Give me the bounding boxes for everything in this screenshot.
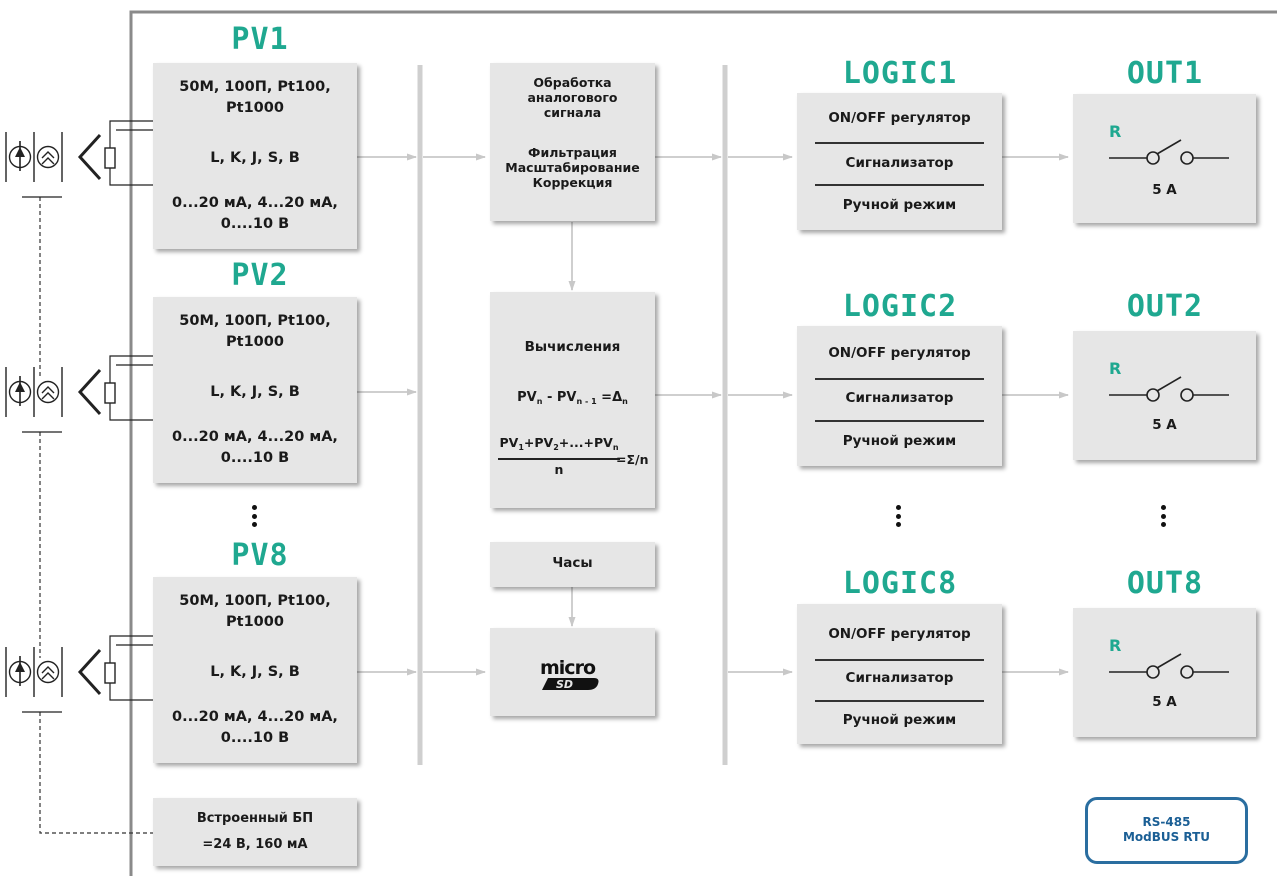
out1-relay-label: R xyxy=(1109,122,1122,141)
relay-contact-icon xyxy=(1109,376,1229,402)
pv1-block: 50М, 100П, Pt100, Pt1000 L, K, J, S, B 0… xyxy=(153,63,357,249)
logic2-item-alarm: Сигнализатор xyxy=(845,390,954,406)
device-frame xyxy=(129,10,1277,876)
pv2-title: PV2 xyxy=(231,258,289,293)
relay-contact-icon xyxy=(1109,139,1229,165)
logic8-item-alarm: Сигнализатор xyxy=(845,670,954,686)
pv2-current: 0...20 мА, 4...20 мА, 0....10 В xyxy=(172,429,338,466)
pv8-title: PV8 xyxy=(231,538,289,573)
outputs-ellipsis xyxy=(1161,505,1167,531)
sum-formula-result: =Σ/n xyxy=(616,452,649,467)
relay-contact-icon xyxy=(1109,653,1229,679)
out2-rating: 5 А xyxy=(1152,417,1177,433)
sum-fraction-bar xyxy=(498,458,620,460)
analog-processing-title: Обработка аналогового сигнала xyxy=(527,75,618,120)
logic8-divider xyxy=(815,700,984,702)
out1-block: R 5 А xyxy=(1073,94,1256,223)
clock-label: Часы xyxy=(552,555,593,571)
logic8-title: LOGIC8 xyxy=(842,566,958,601)
microsd-block: micro SD xyxy=(490,628,655,716)
logic1-item-manual: Ручной режим xyxy=(842,197,957,213)
rs485-label: RS-485 xyxy=(1142,815,1191,829)
logic1-divider xyxy=(815,184,984,186)
clock-block: Часы xyxy=(490,542,655,587)
out2-relay-label: R xyxy=(1109,359,1122,378)
out8-relay-label: R xyxy=(1109,636,1122,655)
delta-formula: PVn - PVn - 1 =Δn xyxy=(517,390,628,406)
out2-block: R 5 А xyxy=(1073,331,1256,460)
out2-title: OUT2 xyxy=(1126,289,1204,324)
pv8-thermo: L, K, J, S, B xyxy=(210,664,300,680)
logic2-divider xyxy=(815,378,984,380)
logic8-item-manual: Ручной режим xyxy=(842,712,957,728)
pv8-current: 0...20 мА, 4...20 мА, 0....10 В xyxy=(172,709,338,746)
power-supply-block: Встроенный БП =24 В, 160 мА xyxy=(153,798,357,866)
logic8-item-onoff: ON/OFF регулятор xyxy=(828,626,971,642)
power-supply-title: Встроенный БП xyxy=(196,811,314,826)
microsd-logo-icon: micro SD xyxy=(540,657,599,691)
pv1-sensors: 50М, 100П, Pt100, Pt1000 xyxy=(179,79,331,116)
pv2-block: 50М, 100П, Pt100, Pt1000 L, K, J, S, B 0… xyxy=(153,297,357,483)
inputs-ellipsis xyxy=(252,505,258,531)
pv1-current: 0...20 мА, 4...20 мА, 0....10 В xyxy=(172,195,338,232)
logic2-divider xyxy=(815,420,984,422)
sum-formula-numerator: PV1+PV2+...+PVn xyxy=(499,435,619,452)
svg-text:SD: SD xyxy=(556,678,573,691)
logic8-divider xyxy=(815,659,984,661)
sum-formula-denominator: n xyxy=(554,462,564,477)
logic-ellipsis xyxy=(896,505,902,531)
modbus-label: ModBUS RTU xyxy=(1122,830,1211,844)
logic1-item-onoff: ON/OFF регулятор xyxy=(828,110,971,126)
logic2-item-onoff: ON/OFF регулятор xyxy=(828,345,971,361)
logic2-block: ON/OFF регулятор Сигнализатор Ручной реж… xyxy=(797,326,1002,466)
pv1-thermo: L, K, J, S, B xyxy=(210,150,300,166)
power-supply-spec: =24 В, 160 мА xyxy=(202,837,308,852)
out8-rating: 5 А xyxy=(1152,694,1177,710)
logic1-divider xyxy=(815,142,984,144)
pv2-sensors: 50М, 100П, Pt100, Pt1000 xyxy=(179,313,331,350)
rs485-interface-block: RS-485 ModBUS RTU xyxy=(1085,797,1248,864)
out8-title: OUT8 xyxy=(1126,566,1204,601)
pv8-block: 50М, 100П, Pt100, Pt1000 L, K, J, S, B 0… xyxy=(153,577,357,763)
pv2-thermo: L, K, J, S, B xyxy=(210,384,300,400)
calculations-title: Вычисления xyxy=(524,339,621,355)
sensor-symbols-pv2 xyxy=(5,355,157,433)
pv1-title: PV1 xyxy=(231,22,289,57)
calculations-block: Вычисления PVn - PVn - 1 =Δn PV1+PV2+...… xyxy=(490,292,655,508)
power-dashed-line xyxy=(39,197,153,834)
logic2-item-manual: Ручной режим xyxy=(842,433,957,449)
logic1-item-alarm: Сигнализатор xyxy=(845,155,954,171)
logic1-title: LOGIC1 xyxy=(842,56,958,91)
pv8-sensors: 50М, 100П, Pt100, Pt1000 xyxy=(179,593,331,630)
logic2-title: LOGIC2 xyxy=(842,289,958,324)
analog-processing-block: Обработка аналогового сигнала Фильтрация… xyxy=(490,63,655,221)
sensor-symbols-pv1 xyxy=(5,120,157,198)
logic1-block: ON/OFF регулятор Сигнализатор Ручной реж… xyxy=(797,93,1002,230)
out1-title: OUT1 xyxy=(1126,56,1204,91)
logic8-block: ON/OFF регулятор Сигнализатор Ручной реж… xyxy=(797,604,1002,744)
sensor-symbols-pv8 xyxy=(5,635,157,713)
svg-text:micro: micro xyxy=(540,657,596,679)
out8-block: R 5 А xyxy=(1073,608,1256,737)
analog-processing-steps: Фильтрация Масштабирование Коррекция xyxy=(505,145,640,190)
out1-rating: 5 А xyxy=(1152,182,1177,198)
